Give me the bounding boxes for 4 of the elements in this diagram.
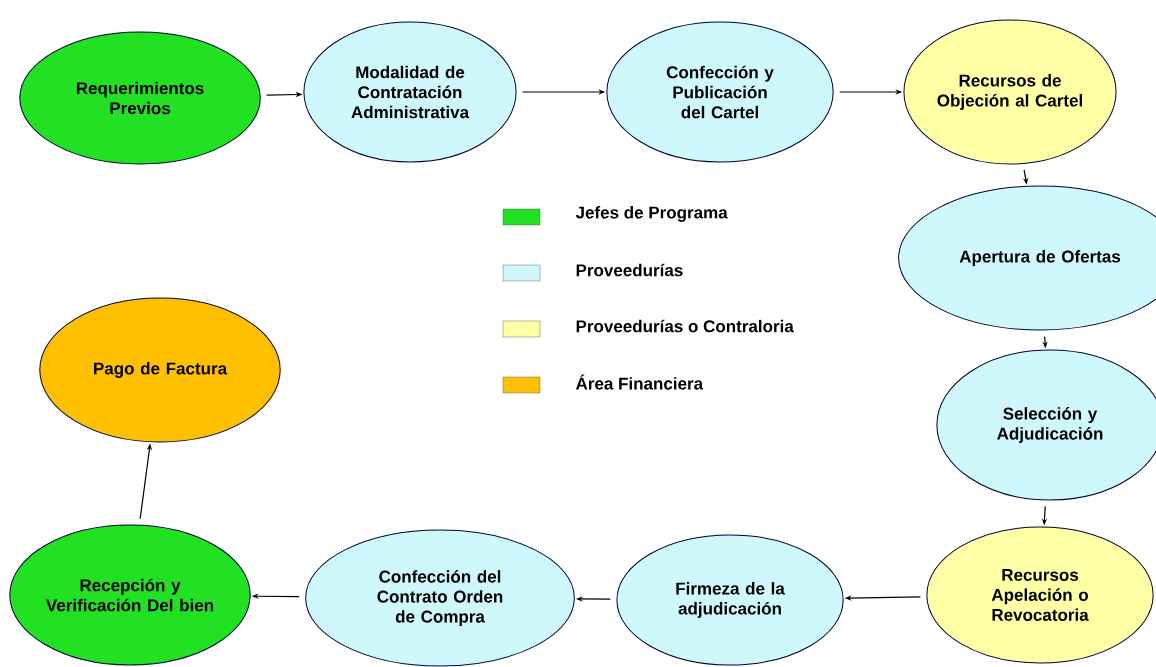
legend-label: Proveedurías [576, 263, 683, 277]
legend-label: Área Financiera [575, 374, 704, 390]
legend-label: Jefes de Programa [575, 206, 728, 222]
legend-label: Proveedurías o Contraloria [576, 319, 794, 333]
